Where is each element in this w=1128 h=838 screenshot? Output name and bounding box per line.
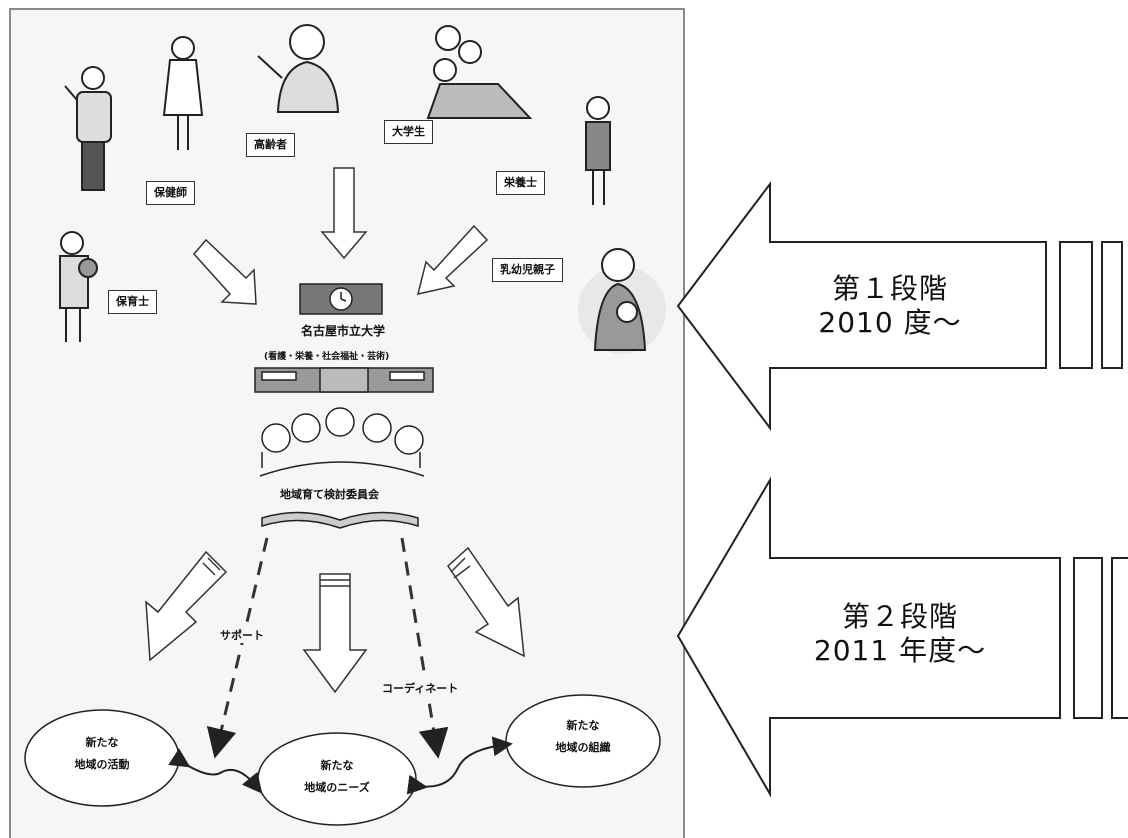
person-nursery-teacher-illustration [59, 231, 98, 342]
stage-2-arrow [676, 476, 1128, 798]
coordinate-label: コーディネート [382, 680, 459, 696]
open-book-illustration [261, 511, 419, 529]
arrow-down-center [302, 573, 368, 694]
arrow-nurse-to-university [193, 238, 257, 305]
arrow-elderly-to-university [320, 167, 368, 260]
link-needs-organization [406, 736, 513, 795]
person-woman-illustration [162, 36, 204, 150]
outcome-activities-line2: 地域の活動 [74, 758, 130, 771]
label-elderly: 高齢者 [246, 133, 295, 157]
stage-2-text: 第２段階 2011 年度～ [780, 600, 1020, 668]
university-building-illustration [254, 283, 434, 393]
outcome-activities-line1: 新たな [85, 736, 119, 749]
committee-group-illustration [259, 407, 425, 477]
outcome-activities-text: 新たな 地域の活動 [52, 732, 152, 776]
person-dietitian-illustration [585, 96, 611, 205]
label-dietitian: 栄養士 [496, 171, 545, 195]
coordinate-dashed-arrow [400, 537, 449, 759]
parent-child-illustration [578, 248, 666, 354]
label-public-health-nurse: 保健師 [146, 181, 195, 205]
outcome-needs-line1: 新たな [320, 759, 354, 772]
support-label: サポート [220, 627, 264, 643]
students-group-illustration [426, 25, 533, 119]
arrow-down-left [145, 550, 228, 662]
stage-2-title: 第２段階 [841, 600, 958, 633]
label-nursery-teacher: 保育士 [108, 290, 157, 314]
stage-1-arrow [676, 181, 1123, 431]
university-name: 名古屋市立大学 [301, 324, 386, 338]
link-activities-needs [168, 748, 263, 794]
university-departments: (看護・栄養・社会福祉・芸術) [264, 352, 390, 362]
stage-1-text: 第１段階 2010 度～ [780, 272, 1000, 340]
person-man-illustration [64, 66, 112, 191]
arrow-down-right [447, 546, 525, 658]
outcome-organization-line2: 地域の組織 [555, 741, 611, 754]
committee-name: 地域育て検討委員会 [280, 488, 379, 501]
stage-1-period: 2010 度～ [818, 306, 962, 339]
outcome-needs-text: 新たな 地域のニーズ [282, 755, 392, 799]
outcome-needs-line2: 地域のニーズ [304, 781, 370, 794]
outcome-organization-line1: 新たな [566, 719, 600, 732]
person-elderly-illustration [257, 24, 340, 113]
stage-1-title: 第１段階 [831, 272, 948, 305]
label-university-student: 大学生 [384, 120, 433, 144]
outcome-organization-text: 新たな 地域の組織 [533, 715, 633, 759]
arrow-student-to-university [416, 224, 489, 295]
label-parent-child: 乳幼児親子 [492, 258, 563, 282]
stage-2-period: 2011 年度～ [813, 634, 987, 667]
